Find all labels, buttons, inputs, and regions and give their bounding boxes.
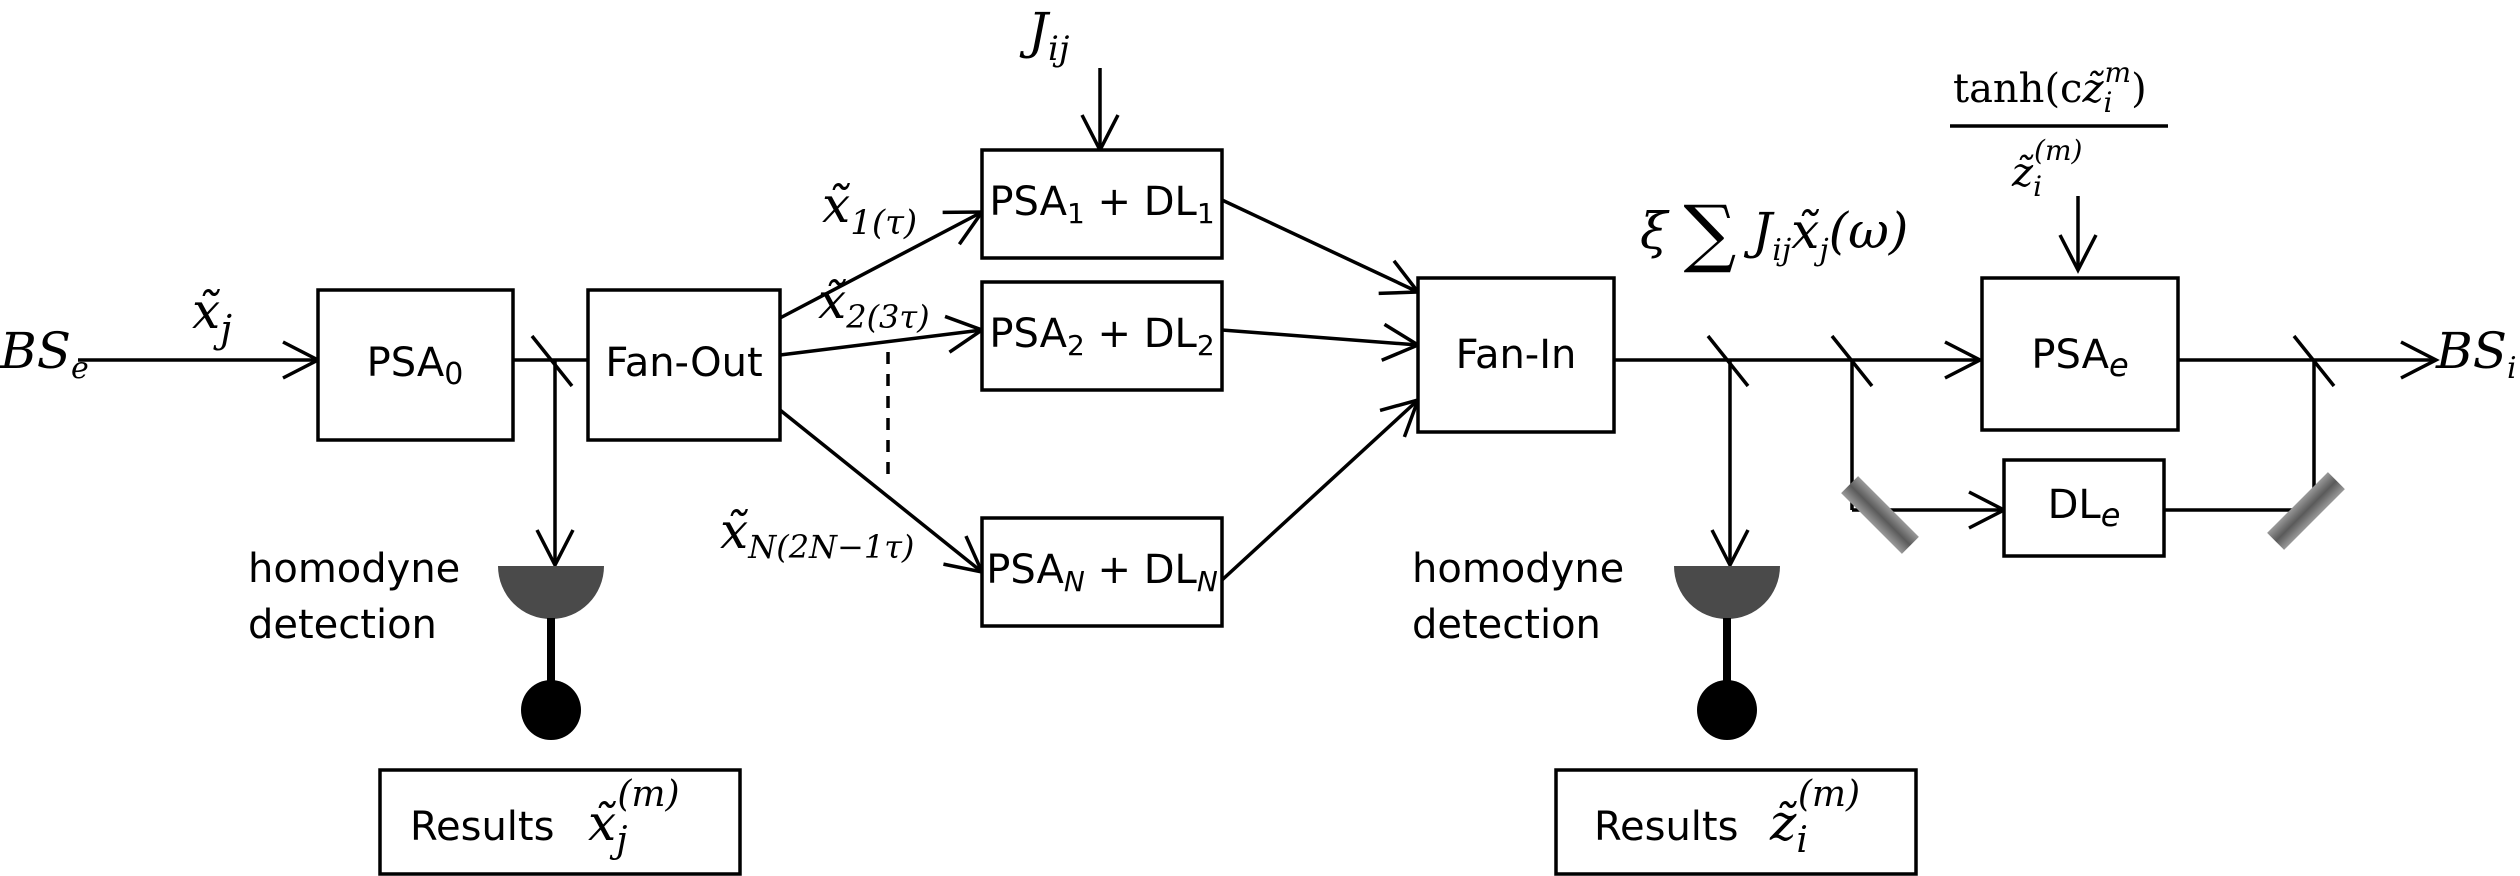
left-results-label: Results: [410, 804, 554, 850]
psan-dln-label: PSAN + DLN: [986, 547, 1218, 598]
right-results-box: [1554, 768, 1918, 876]
coupling-label: Jij: [1019, 2, 1070, 69]
branch-1-line: [779, 210, 986, 320]
psa2-dl2-label: PSA2 + DL2: [989, 311, 1214, 362]
fan-in-box: [1416, 276, 1616, 434]
right-detector-bulb: [1697, 680, 1757, 740]
right-detector-label-line1: homodyne: [1412, 546, 1624, 592]
psan-dln-box: [980, 516, 1224, 628]
branch-2-label: x̃2(3τ): [818, 272, 930, 336]
left-detector-label-line1: homodyne: [248, 546, 460, 592]
dle-box: [2002, 458, 2166, 558]
right-results-label: Results: [1594, 804, 1738, 850]
fan-in-label: Fan-In: [1456, 332, 1577, 378]
right-detector-label-line2: detection: [1412, 602, 1601, 648]
psa0-label: PSA0: [367, 340, 464, 392]
mirror-right: [2267, 472, 2345, 550]
output-label: BSi: [2435, 322, 2517, 386]
psa1-dl1-label: PSA1 + DL1: [989, 179, 1214, 230]
left-detector-bulb: [521, 680, 581, 740]
right-detector-dish: [1674, 566, 1780, 619]
branch-n-line: [778, 408, 985, 575]
psa2-to-fanin-line: [1221, 322, 1422, 362]
branch-2-line: [779, 314, 986, 357]
mirror-left: [1841, 476, 1919, 554]
nonlinear-numerator: tanh(cz̃im): [1953, 56, 2147, 119]
beam-splitter-left: [530, 334, 574, 388]
left-detector-dish: [498, 566, 604, 619]
fan-out-label: Fan-Out: [605, 340, 762, 386]
right-results-symbol: z̃i(m): [1769, 774, 1860, 861]
feedback-term: ξ ∑ Jijx̃j(ω): [1640, 190, 1908, 276]
left-results-box: [378, 768, 742, 876]
input-label: BSe: [0, 322, 89, 386]
psae-label: PSAe: [2031, 332, 2128, 384]
psa1-dl1-box: [980, 148, 1224, 260]
nonlinear-denominator: z̃i(m): [2011, 134, 2082, 203]
branch-1-label: x̃1(τ): [822, 176, 917, 243]
beam-splitter-right-3: [2292, 334, 2336, 388]
psae-box: [1980, 276, 2180, 432]
dle-label: DLe: [2048, 482, 2121, 534]
psan-to-fanin-line: [1220, 397, 1421, 582]
psa2-dl2-box: [980, 280, 1224, 392]
left-results-symbol: x̃j(m): [588, 774, 680, 861]
branch-n-label: x̃N(2N−1τ): [720, 502, 914, 566]
fan-out-box: [586, 288, 782, 442]
left-detector-label-line2: detection: [248, 602, 437, 648]
psa0-box: [316, 288, 515, 442]
input-signal-label: x̃j: [192, 282, 232, 351]
beam-splitter-right-1: [1706, 334, 1750, 388]
psa1-to-fanin-line: [1221, 198, 1422, 296]
